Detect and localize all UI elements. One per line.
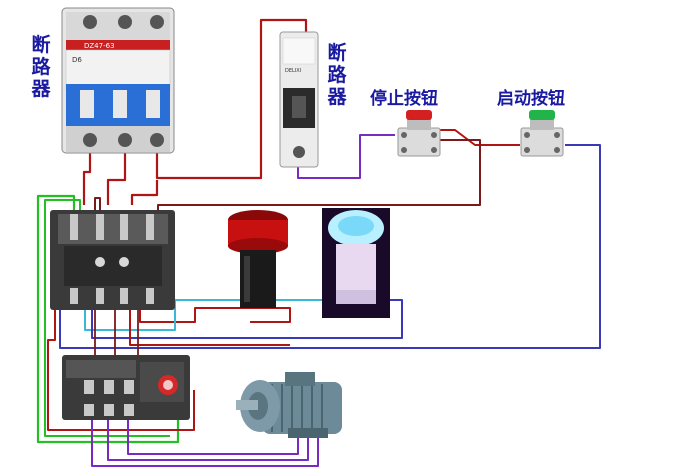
wire-stop-hold	[157, 139, 481, 215]
label-main-breaker: 断路器	[31, 34, 51, 100]
stop-button	[397, 110, 441, 157]
wire-stop-to-start	[440, 129, 520, 146]
red-indicator-lamp	[228, 210, 288, 308]
start-button	[520, 110, 564, 157]
control-breaker: DELIXI	[279, 31, 319, 168]
label-control-breaker: 断路器	[327, 42, 347, 108]
thermal-overload-relay	[62, 355, 190, 420]
start-button-cap	[529, 110, 555, 120]
wire-motor-u	[91, 420, 319, 467]
wire-dark-red-2	[139, 300, 291, 323]
main-breaker: DZ47-63 D6	[61, 7, 175, 154]
electric-motor	[236, 372, 342, 438]
wire-phase-l2	[106, 150, 127, 205]
wire-green-coil	[44, 199, 170, 437]
wire-cyan	[84, 299, 330, 331]
wire-green-loop	[36, 194, 180, 444]
wire-phase-l1	[82, 150, 92, 205]
wire-motor-w	[127, 420, 299, 455]
label-stop-button: 停止按钮	[370, 89, 438, 109]
label-start-button: 启动按钮	[497, 89, 565, 109]
wire-red-cross	[129, 300, 290, 346]
wire-control-supply	[155, 18, 308, 180]
wires	[36, 18, 601, 467]
wire-start-to-coil	[59, 144, 601, 349]
main-breaker-model: DZ47-63	[84, 42, 115, 50]
stop-button-cap	[406, 110, 432, 120]
wire-dark-red-1	[94, 197, 101, 212]
main-breaker-rating: D6	[72, 56, 82, 64]
white-indicator-lamp	[322, 208, 390, 318]
control-breaker-brand: DELIXI	[285, 68, 301, 74]
wire-control-to-stop	[297, 134, 395, 179]
wire-motor-v	[107, 420, 309, 461]
ac-contactor	[50, 210, 175, 310]
wire-phase-l3	[130, 180, 159, 205]
